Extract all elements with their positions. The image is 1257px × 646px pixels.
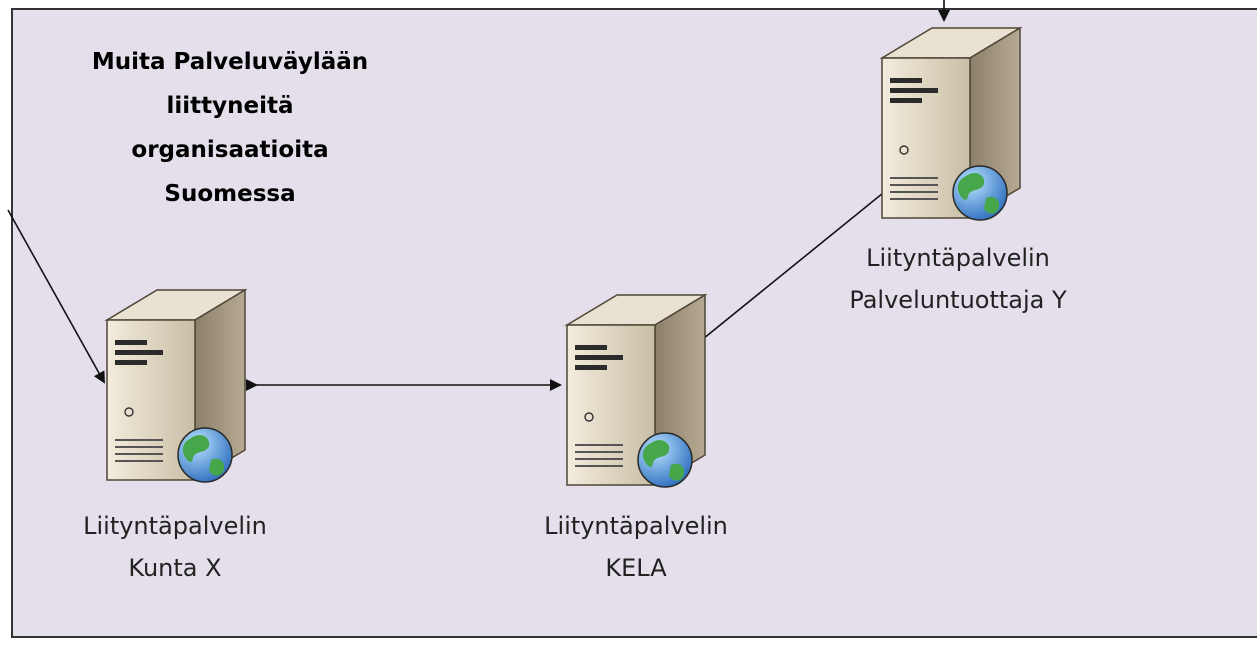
server-globe-icon: [879, 26, 1023, 221]
server-label-palveluntuottaja-line-1: Liityntäpalvelin: [866, 244, 1050, 272]
server-globe-icon: [564, 293, 708, 488]
connector-incoming-kunta: [7, 209, 105, 384]
server-label-kela: Liityntäpalvelin KELA: [476, 505, 796, 589]
region-title-line-3: organisaatioita: [131, 137, 329, 163]
server-label-kunta-line-1: Liityntäpalvelin: [83, 512, 267, 540]
server-label-kela-line-2: KELA: [605, 554, 667, 582]
server-label-kunta-line-2: Kunta X: [128, 554, 222, 582]
server-label-kunta: Liityntäpalvelin Kunta X: [15, 505, 335, 589]
server-globe-icon: [104, 288, 248, 483]
region-title-line-1: Muita Palveluväylään: [91, 49, 369, 75]
server-label-palveluntuottaja: Liityntäpalvelin Palveluntuottaja Y: [798, 237, 1118, 321]
server-label-kela-line-1: Liityntäpalvelin: [544, 512, 728, 540]
server-label-palveluntuottaja-line-2: Palveluntuottaja Y: [849, 286, 1067, 314]
region-title-line-4: Suomessa: [164, 181, 296, 207]
region-title-line-2: liittyneitä: [166, 93, 294, 119]
region-title: Muita Palveluväylään liittyneitä organis…: [60, 40, 400, 216]
